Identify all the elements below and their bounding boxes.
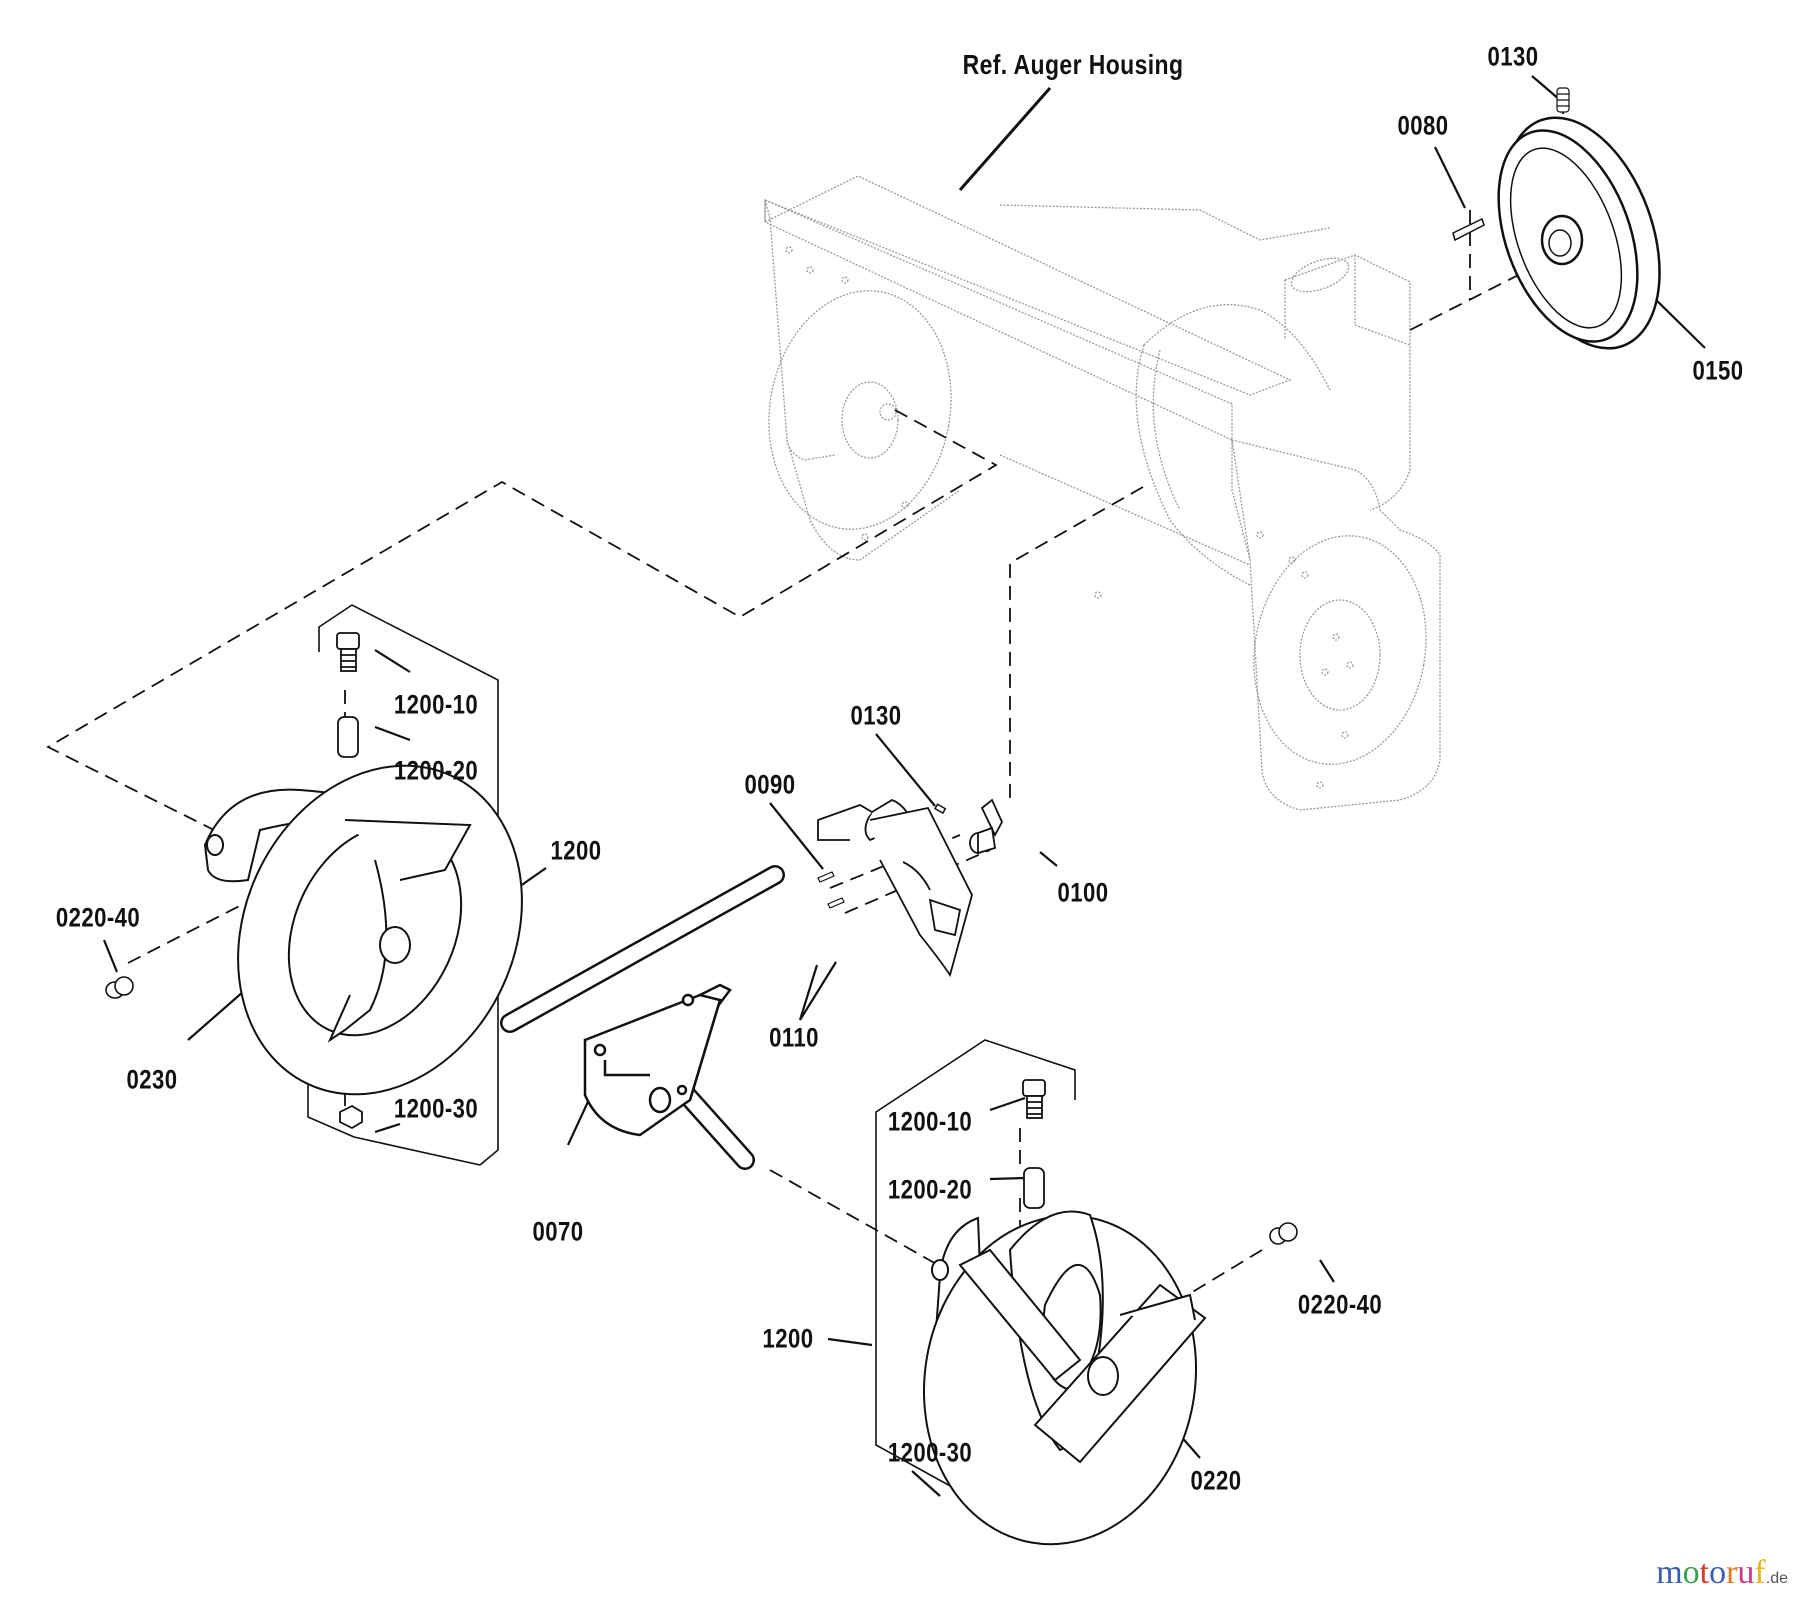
- watermark-letter: m: [1656, 1554, 1683, 1591]
- watermark-letter: o: [1682, 1554, 1700, 1591]
- bushing-0100: [969, 798, 1004, 855]
- watermark-letter: r: [1726, 1554, 1738, 1591]
- label-ref-auger-housing: Ref. Auger Housing: [962, 49, 1184, 80]
- left-hardware: [336, 632, 363, 1130]
- label-part-0220-40-right: 0220-40: [1297, 1289, 1383, 1320]
- label-part-1200-30-left: 1200-30: [393, 1093, 479, 1124]
- impeller-0090: [817, 799, 973, 978]
- watermark-logo: motoruf.de: [1656, 1554, 1788, 1592]
- grease-fitting-left: [105, 976, 134, 999]
- screws-0110: [817, 871, 845, 909]
- label-part-0070: 0070: [532, 1216, 584, 1247]
- auger-housing: [764, 175, 1441, 811]
- label-part-0130-top: 0130: [1487, 41, 1539, 72]
- pulley-0150: [1497, 116, 1661, 350]
- left-auger-frame: [307, 604, 499, 1166]
- label-part-0220-40-left: 0220-40: [55, 902, 141, 933]
- label-part-0130-mid: 0130: [850, 700, 902, 731]
- gearbox-0070: [500, 865, 785, 1170]
- label-part-1200-left: 1200: [550, 835, 602, 866]
- label-part-1200-10-right: 1200-10: [887, 1106, 973, 1137]
- label-part-0080: 0080: [1397, 110, 1449, 141]
- label-part-0100: 0100: [1057, 877, 1109, 908]
- watermark-letter: u: [1737, 1554, 1755, 1591]
- label-part-0110: 0110: [769, 1022, 819, 1053]
- watermark-letter: o: [1709, 1554, 1727, 1591]
- watermark-suffix: .de: [1765, 1570, 1788, 1587]
- label-part-1200-20-right: 1200-20: [887, 1174, 973, 1205]
- left-auger-0230: [203, 764, 523, 1096]
- label-part-1200-20-left: 1200-20: [393, 755, 479, 786]
- label-part-1200-right: 1200: [762, 1323, 814, 1354]
- setscrew-0130-top: [1556, 87, 1570, 113]
- watermark-letter: f: [1754, 1554, 1766, 1591]
- label-part-0230: 0230: [126, 1064, 178, 1095]
- watermark-letter: t: [1699, 1554, 1710, 1591]
- setscrew-0130-mid: [934, 803, 947, 815]
- right-auger-0220: [922, 1210, 1207, 1546]
- assembly-lines: [46, 100, 1564, 1470]
- label-part-1200-30-right: 1200-30: [887, 1437, 973, 1468]
- grease-fitting-right: [1269, 1222, 1298, 1245]
- label-part-0150: 0150: [1692, 355, 1744, 386]
- label-part-0090: 0090: [744, 769, 796, 800]
- key-0080: [1452, 217, 1485, 242]
- leader-lines: [102, 75, 1706, 1497]
- label-part-0220: 0220: [1190, 1465, 1242, 1496]
- label-part-1200-10-left: 1200-10: [393, 689, 479, 720]
